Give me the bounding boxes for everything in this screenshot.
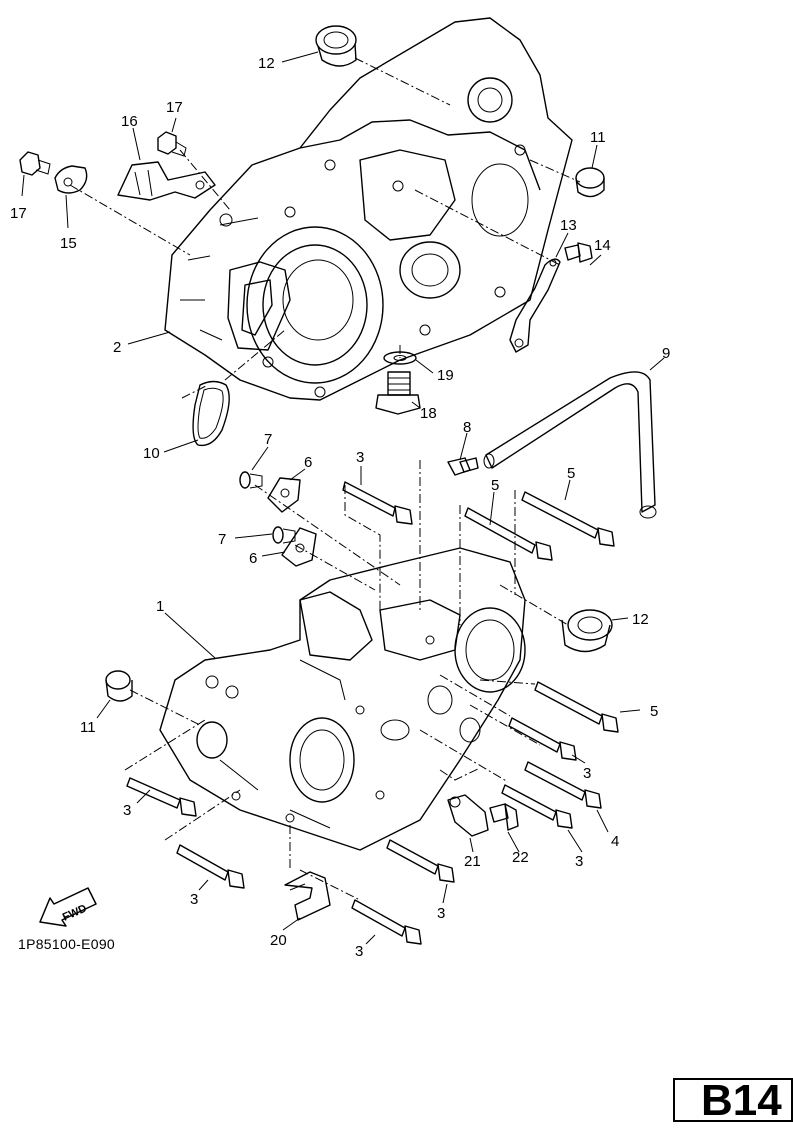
callout-6-upper: 6: [304, 454, 312, 471]
page-reference: B14: [701, 1076, 782, 1125]
dowel-bushing-12-lower: [561, 609, 613, 653]
bolt-14: [564, 242, 593, 263]
page-reference-box: B14: [673, 1076, 793, 1125]
callout-3-left: 3: [123, 802, 131, 819]
callout-3-right-a: 3: [583, 765, 591, 782]
bolt-4: [524, 761, 602, 809]
plate-13: [509, 258, 561, 353]
callout-3-bottom: 3: [355, 943, 363, 960]
callout-14: 14: [594, 237, 611, 254]
callout-12-lower: 12: [632, 611, 649, 628]
callout-5-lower: 5: [650, 703, 658, 720]
guide-20: [284, 871, 331, 921]
bolt-17-left: [19, 151, 51, 176]
screw-7-upper: [239, 471, 263, 489]
bolt-3-bottom: [351, 899, 422, 945]
exploded-parts-diagram: 12 17 16 17 15 11 13 14 2 9 19 18 10 7 6…: [10, 17, 670, 960]
bracket-16: [117, 161, 216, 201]
callout-3-bottom-mid: 3: [437, 905, 445, 922]
clamp-6-lower: [281, 527, 317, 567]
assembly-center-lines: [69, 57, 581, 901]
callout-16: 16: [121, 113, 138, 130]
callout-3-right-b: 3: [575, 853, 583, 870]
bolt-3-bottom-left: [176, 844, 245, 889]
callout-9: 9: [662, 345, 670, 362]
dowel-11-lower: [105, 670, 133, 702]
callout-20: 20: [270, 932, 287, 949]
clamp-6-upper: [267, 477, 301, 513]
crankcase-right-half: [164, 17, 573, 401]
bolt-5-right: [521, 491, 615, 547]
callout-17-upper: 17: [166, 99, 183, 116]
callout-12-upper: 12: [258, 55, 275, 72]
callout-21: 21: [464, 853, 481, 870]
callout-13: 13: [560, 217, 577, 234]
forward-arrow-icon: FWD: [39, 887, 97, 927]
bolt-5-mid: [464, 507, 553, 561]
callout-2: 2: [113, 339, 121, 356]
drawing-code: 1P85100-E090: [18, 936, 116, 952]
callout-1: 1: [156, 598, 164, 615]
callout-3-upper: 3: [356, 449, 364, 466]
bolt-3-bottom-mid: [386, 839, 455, 883]
callout-5-mid: 5: [491, 477, 499, 494]
callout-17-left: 17: [10, 205, 27, 222]
drain-bolt-18: [375, 371, 421, 415]
fitting-8: [447, 457, 479, 476]
callout-15: 15: [60, 235, 77, 252]
bolt-5-lower: [534, 681, 619, 733]
fitting-21: [447, 794, 489, 837]
callout-22: 22: [512, 849, 529, 866]
callout-19: 19: [437, 367, 454, 384]
dowel-bushing-12-upper: [315, 25, 357, 67]
hose-9: [483, 371, 657, 519]
callout-7-upper: 7: [264, 431, 272, 448]
callout-10: 10: [143, 445, 160, 462]
bolt-3-left: [126, 777, 197, 817]
callout-8: 8: [463, 419, 471, 436]
o-ring-10: [192, 380, 230, 447]
callout-6-lower: 6: [249, 550, 257, 567]
callout-18: 18: [420, 405, 437, 422]
plug-22: [489, 803, 519, 831]
bolt-3-right-b: [501, 784, 573, 829]
leader-lines: [21, 51, 665, 945]
crankcase-left-half: [159, 547, 526, 851]
callout-11-lower: 11: [80, 719, 96, 736]
callout-7-lower: 7: [218, 531, 226, 548]
dowel-11-upper: [575, 167, 605, 198]
callout-numbers: 12 17 16 17 15 11 13 14 2 9 19 18 10 7 6…: [10, 55, 670, 960]
gasket-15: [54, 165, 88, 194]
bolt-3-upper: [342, 481, 413, 525]
callout-11-upper: 11: [590, 129, 606, 146]
bolt-17-upper: [157, 131, 187, 157]
callout-3-bottom-left: 3: [190, 891, 198, 908]
callout-4: 4: [611, 833, 619, 850]
callout-5-right: 5: [567, 465, 575, 482]
bolt-3-right-a: [508, 717, 577, 761]
